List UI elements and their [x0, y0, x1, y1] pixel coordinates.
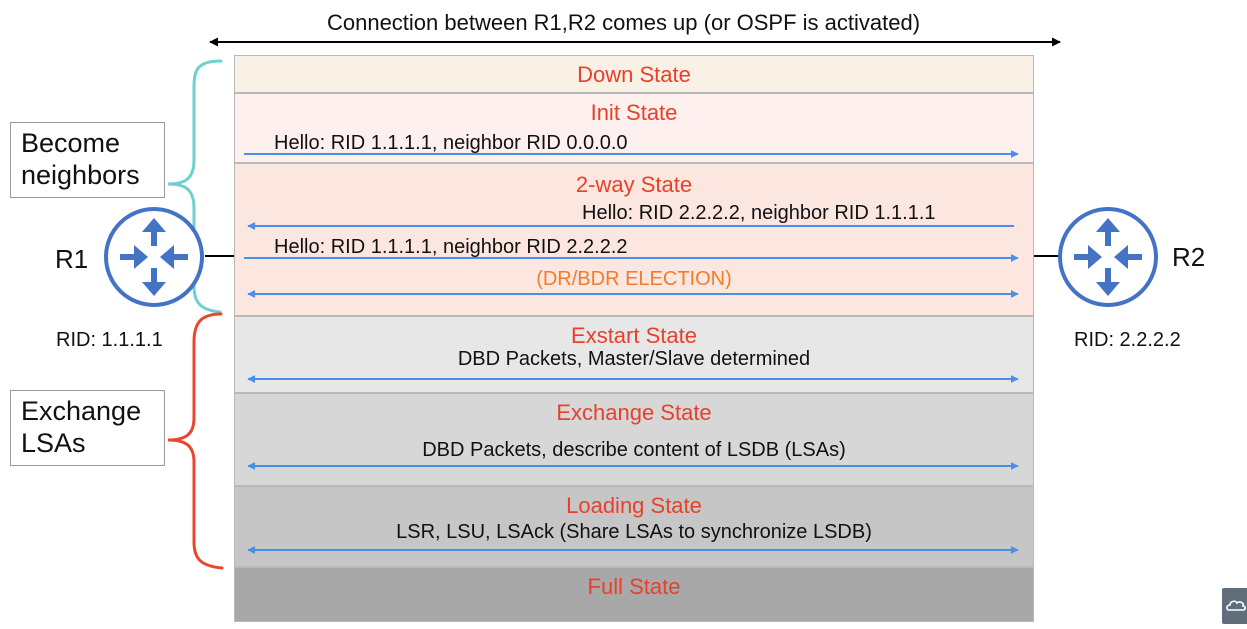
cloud-icon[interactable] — [1222, 588, 1247, 624]
msg-election: (DR/BDR ELECTION) — [536, 268, 732, 290]
msg-init-hello: Hello: RID 1.1.1.1, neighbor RID 0.0.0.0 — [274, 132, 628, 154]
state-init-label: Init State — [590, 100, 678, 125]
state-full: Full State — [234, 567, 1034, 622]
neighbors-brace — [167, 59, 223, 314]
state-2way-label: 2-way State — [575, 172, 693, 197]
state-init: Init State — [234, 93, 1034, 163]
msg-2way-hello-r1: Hello: RID 1.1.1.1, neighbor RID 2.2.2.2 — [274, 236, 628, 258]
router-r1-rid: RID: 1.1.1.1 — [56, 329, 163, 351]
state-loading-label: Loading State — [566, 493, 702, 518]
msg-loading: LSR, LSU, LSAck (Share LSAs to synchroni… — [396, 521, 872, 543]
router-r2-name: R2 — [1172, 242, 1206, 272]
router-r2-rid: RID: 2.2.2.2 — [1074, 329, 1181, 351]
state-down-label: Down State — [577, 62, 691, 87]
state-exstart-label: Exstart State — [571, 323, 697, 348]
state-exchange: Exchange State — [234, 393, 1034, 486]
group-exchange-lsas-label: Exchange LSAs — [21, 396, 142, 458]
group-become-neighbors-label: Become neighbors — [21, 128, 140, 190]
msg-exstart: DBD Packets, Master/Slave determined — [457, 348, 811, 370]
group-become-neighbors: Become neighbors — [10, 122, 165, 198]
router-r1-icon — [104, 207, 204, 307]
group-exchange-lsas: Exchange LSAs — [10, 390, 165, 466]
state-exchange-label: Exchange State — [556, 400, 712, 425]
lsas-brace — [167, 312, 224, 570]
diagram-title: Connection between R1,R2 comes up (or OS… — [326, 10, 921, 35]
router-r2-icon — [1058, 207, 1158, 307]
state-down: Down State — [234, 55, 1034, 93]
msg-2way-hello-r2: Hello: RID 2.2.2.2, neighbor RID 1.1.1.1 — [582, 202, 936, 224]
msg-exchange: DBD Packets, describe content of LSDB (L… — [422, 439, 846, 461]
state-full-label: Full State — [587, 574, 681, 599]
router-r1-name: R1 — [55, 244, 89, 274]
